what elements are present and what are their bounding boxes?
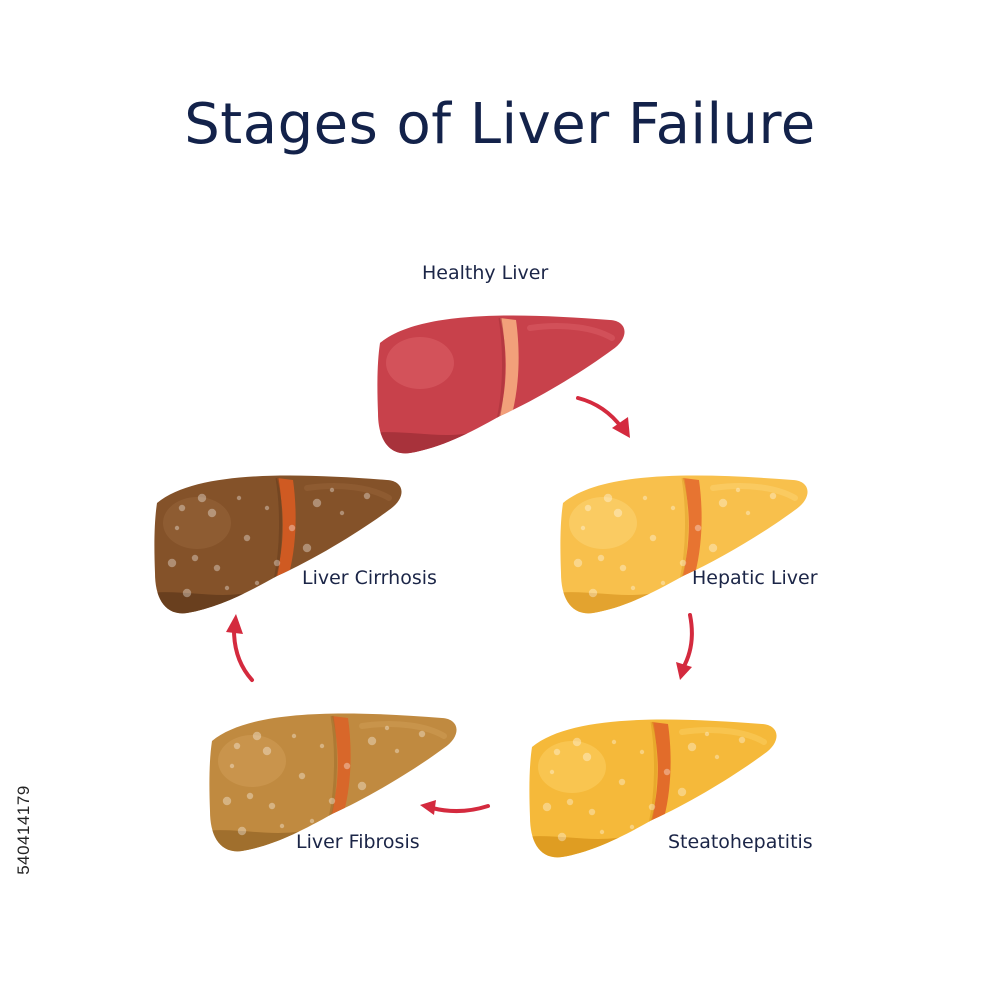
liver-healthy: [377, 315, 625, 454]
label-liver-fibrosis: Liver Fibrosis: [296, 831, 420, 853]
label-steatohepatitis: Steatohepatitis: [668, 831, 813, 853]
arrow-hepatic-to-steatohepatitis: [676, 613, 694, 680]
label-hepatic-liver: Hepatic Liver: [692, 567, 818, 589]
liver-hepatic: [560, 475, 808, 614]
stock-id-text: 540414179: [14, 785, 33, 875]
stock-image-id: 540414179: [10, 770, 38, 890]
label-liver-cirrhosis: Liver Cirrhosis: [302, 567, 437, 589]
arrow-steatohepatitis-to-fibrosis: [420, 800, 490, 815]
label-healthy-liver: Healthy Liver: [422, 262, 549, 284]
liver-cirrhosis: [154, 475, 402, 614]
arrow-healthy-to-hepatic: [576, 396, 630, 438]
page-title: Stages of Liver Failure: [184, 92, 816, 157]
arrow-fibrosis-to-cirrhosis: [226, 614, 254, 682]
liver-steatohepatitis: [529, 719, 777, 858]
